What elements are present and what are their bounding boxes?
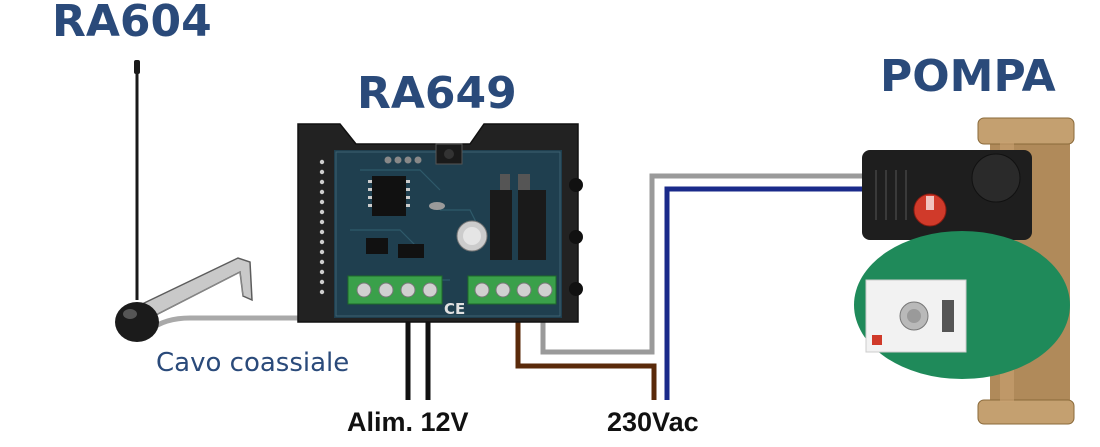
antenna-base bbox=[115, 302, 159, 342]
receiver-pin-strip bbox=[319, 159, 325, 295]
brown-wire bbox=[515, 310, 657, 400]
power-terminal-block bbox=[347, 275, 443, 305]
antenna-model-label: RA604 bbox=[52, 0, 212, 47]
antenna-bracket bbox=[138, 257, 253, 319]
pump-label: POMPA bbox=[880, 51, 1056, 102]
relay-2 bbox=[518, 190, 546, 260]
grey-wire bbox=[540, 173, 862, 355]
pump bbox=[854, 117, 1075, 425]
blue-wire bbox=[664, 186, 862, 400]
antenna-ra604 bbox=[115, 60, 253, 342]
receiver-model-label: RA649 bbox=[357, 68, 517, 119]
receiver-ic bbox=[372, 176, 406, 216]
relay-1 bbox=[490, 190, 512, 260]
receiver-ra649: CE bbox=[297, 123, 583, 323]
power-supply-label: Alim. 12V bbox=[347, 407, 469, 437]
svg-text:CE: CE bbox=[444, 300, 465, 318]
coax-cable-label: Cavo coassiale bbox=[156, 348, 350, 378]
mains-voltage-label: 230Vac bbox=[607, 407, 699, 437]
relay-terminal-block bbox=[467, 275, 557, 305]
wires bbox=[148, 173, 862, 400]
